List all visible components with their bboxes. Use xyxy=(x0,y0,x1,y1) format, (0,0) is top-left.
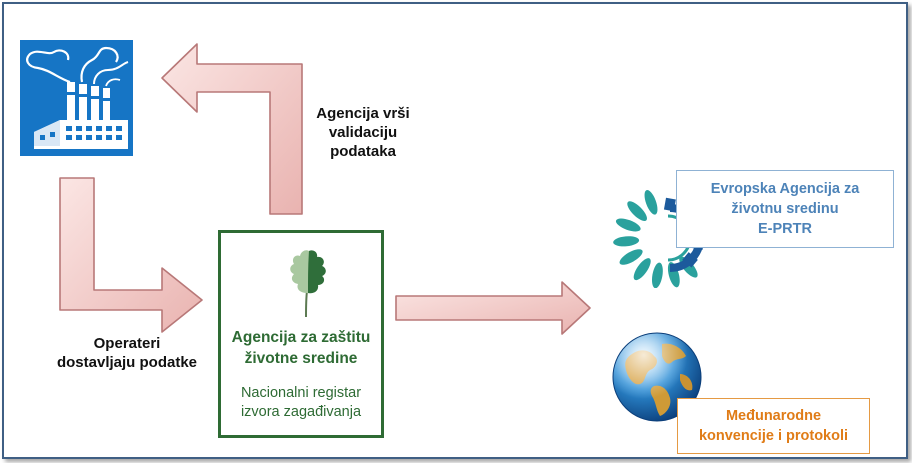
factory-icon xyxy=(26,46,129,149)
reporting-arrow xyxy=(395,281,591,335)
eea-line-1: Evropska Agencija za xyxy=(710,181,860,197)
eea-line-3: E-PRTR xyxy=(758,221,812,237)
oak-leaf-icon xyxy=(290,250,326,318)
validation-label: Agencija vrši validaciju podataka xyxy=(316,105,410,160)
validation-arrow xyxy=(161,43,303,215)
international-line-2: konvencije i protokoli xyxy=(698,428,849,444)
factory-tile xyxy=(20,40,133,156)
eea-line-2: životnu sredinu xyxy=(731,201,839,217)
agency-title: Agencija za zaštitu životne sredine xyxy=(231,329,371,367)
agency-box xyxy=(218,230,384,438)
agency-subtitle: Nacionalni registar izvora zagađivanja xyxy=(240,385,362,420)
operators-label: Operateri dostavljaju podatke xyxy=(56,335,198,371)
eea-box: Evropska Agencija za životnu sredinu E-P… xyxy=(676,170,894,248)
submission-arrow xyxy=(59,177,203,333)
international-line-1: Međunarodne xyxy=(725,408,822,424)
international-box: Međunarodne konvencije i protokoli xyxy=(677,398,870,454)
